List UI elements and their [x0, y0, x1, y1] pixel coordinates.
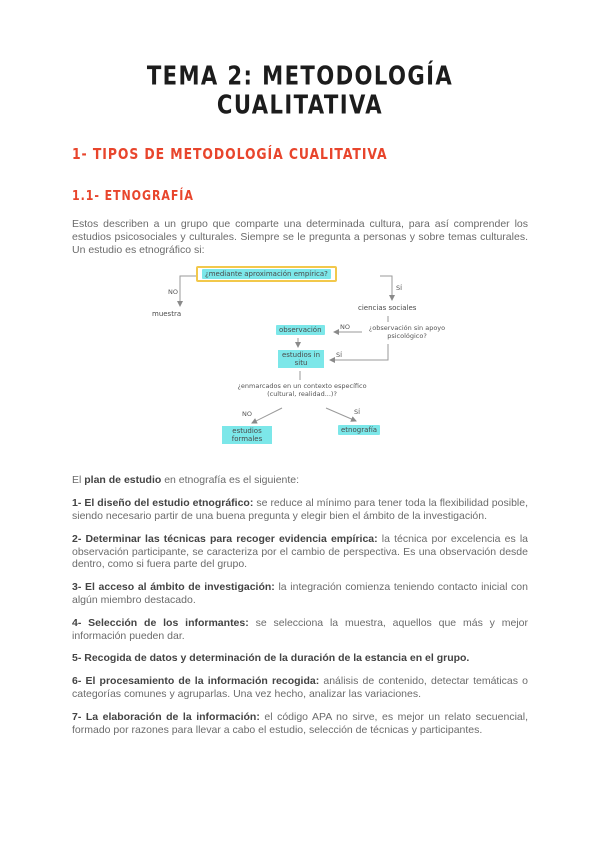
decision-box-empirica: ¿mediante aproximación empírica? [196, 266, 337, 283]
plan-item-2-body: la técnica por excelencia es la observac… [72, 532, 529, 571]
branch-label-no-3: NO [242, 410, 252, 419]
plan-intro-line: El plan de estudio en etnografía es el s… [72, 474, 528, 487]
plan-item-7-body: el código APA no sirve, es mejor un rela… [72, 710, 528, 736]
plan-item-3-lead: 3- El acceso al ámbito de investigación: [72, 581, 275, 594]
flowchart-arrows [177, 275, 395, 424]
subsection-heading: 1.1- ETNOGRAFÍA [72, 188, 194, 204]
plan-item-7: 7- La elaboración de la información: el … [72, 711, 528, 737]
plan-item-1-lead: 1- El diseño del estudio etnográfico: [72, 497, 254, 510]
node-observacion: observación [276, 325, 325, 336]
plan-item-3-body: la integración comienza teniendo contact… [72, 581, 528, 606]
ethnography-flowchart: ¿mediante aproximación empírica? NO mues… [130, 266, 470, 462]
section-heading: 1- TIPOS DE METODOLOGÍA CUALITATIVA [72, 146, 388, 164]
plan-item-7-lead: 7- La elaboración de la información: [72, 710, 260, 723]
node-estudios-in-situ: estudios in situ [278, 350, 324, 369]
node-ciencias-sociales: ciencias sociales [358, 304, 417, 313]
node-etnografia: etnografía [338, 425, 381, 436]
node-etnografia-label: etnografía [338, 425, 381, 436]
decision-box-empirica-label: ¿mediante aproximación empírica? [202, 269, 331, 280]
branch-label-no-1: NO [168, 288, 178, 297]
plan-item-3: 3- El acceso al ámbito de investigación:… [72, 581, 528, 607]
plan-item-6-body: análisis de contenido, detectar temática… [72, 675, 528, 700]
node-estudios-formales: estudios formales [222, 426, 272, 445]
node-estudios-formales-label: estudios formales [222, 426, 272, 445]
plan-item-2: 2- Determinar las técnicas para recoger … [72, 533, 528, 571]
plan-item-4-body: se selecciona la muestra, aquellos que m… [72, 616, 529, 642]
node-obs-question: ¿observación sin apoyo psicológico? [368, 324, 446, 341]
plan-intro-pre: El [72, 474, 85, 487]
branch-label-si-3: SÍ [354, 408, 361, 417]
intro-paragraph: Estos describen a un grupo que comparte … [72, 218, 528, 256]
node-observacion-label: observación [276, 325, 325, 336]
node-muestra: muestra [152, 310, 182, 319]
plan-item-1: 1- El diseño del estudio etnográfico: se… [72, 497, 528, 523]
branch-label-si-2: SÍ [336, 351, 343, 360]
plan-item-2-lead: 2- Determinar las técnicas para recoger … [72, 532, 378, 545]
plan-item-1-body: se reduce al mínimo para tener toda la f… [72, 497, 528, 522]
plan-intro-bold: plan de estudio [84, 474, 162, 487]
plan-item-4-lead: 4- Selección de los informantes: [72, 616, 249, 629]
plan-item-6-lead: 6- El procesamiento de la información re… [72, 675, 320, 688]
page-title: TEMA 2: METODOLOGÍA CUALITATIVA [146, 62, 454, 121]
branch-label-si-1: SÍ [396, 284, 403, 293]
node-contexto-question: ¿enmarcados en un contexto específico (c… [237, 382, 367, 399]
plan-intro-post: en etnografía es el siguiente: [161, 474, 300, 487]
plan-item-6: 6- El procesamiento de la información re… [72, 675, 528, 701]
plan-item-5: 5- Recogida de datos y determinación de … [72, 652, 528, 665]
plan-item-5-lead: 5- Recogida de datos y determinación de … [72, 652, 470, 665]
branch-label-no-2: NO [340, 323, 350, 332]
node-estudios-in-situ-label: estudios in situ [278, 350, 324, 369]
plan-item-4: 4- Selección de los informantes: se sele… [72, 617, 528, 643]
